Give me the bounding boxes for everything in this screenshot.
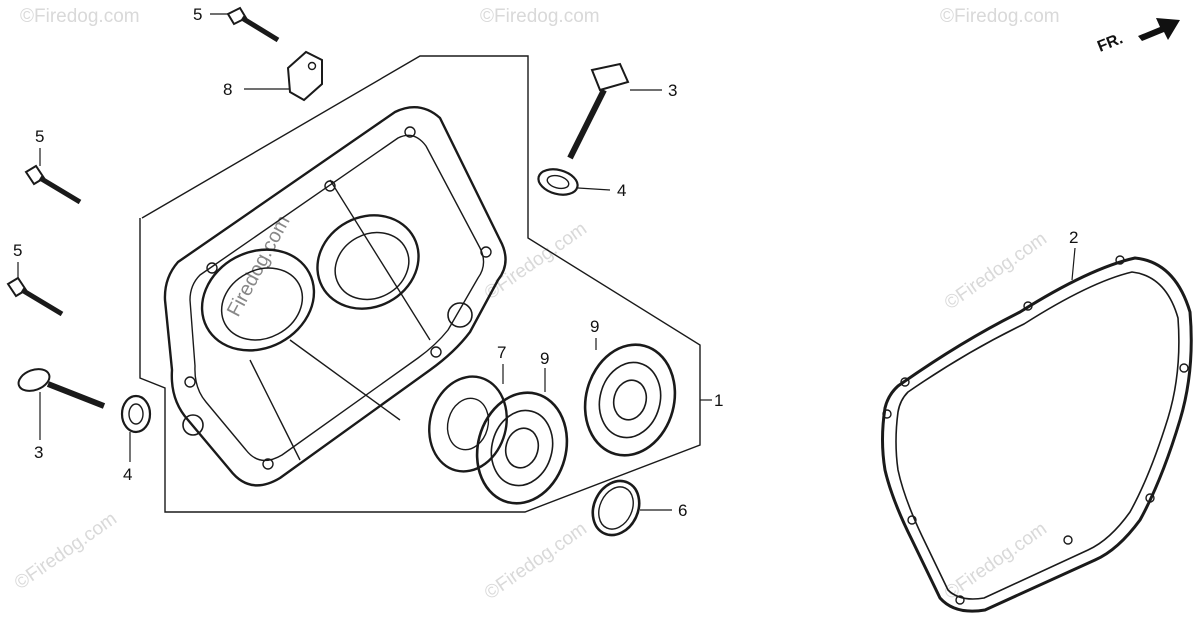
clamp <box>244 50 323 102</box>
clamp-hole <box>307 61 317 71</box>
cover-boss-small <box>447 302 473 328</box>
watermarks: ©Firedog.com ©Firedog.com ©Firedog.com ©… <box>11 6 1060 604</box>
watermark-bottom-center: ©Firedog.com <box>481 518 591 604</box>
cover-bolt-hole-3 <box>404 126 416 138</box>
gasket-hole-5 <box>1145 493 1155 503</box>
bearing-front <box>475 368 569 505</box>
oil-gauge-top-stem <box>567 88 607 160</box>
cover-inner-flange <box>189 134 485 462</box>
front-label: FR. <box>1095 30 1125 55</box>
watermark-bottom-left: ©Firedog.com <box>11 508 121 594</box>
cover-bolt-hole-1 <box>206 262 218 274</box>
bolt-top <box>210 6 280 43</box>
oil-gauge-top <box>567 62 662 160</box>
bolt-lower <box>6 262 64 317</box>
watermark-top-left: ©Firedog.com <box>20 6 140 27</box>
callout-3-lower: 3 <box>34 443 43 462</box>
oil-gauge-lower-stem <box>46 381 106 409</box>
callout-2: 2 <box>1069 228 1078 247</box>
callout-5-middle: 5 <box>35 127 44 146</box>
front-arrow-icon <box>1138 18 1180 41</box>
bearing-rear <box>583 338 677 457</box>
callout-4-top: 4 <box>617 181 626 200</box>
bearing-rear-bore <box>612 379 648 421</box>
side-cover <box>163 106 507 487</box>
bearing-rear-ball-track <box>598 361 662 439</box>
callout-8: 8 <box>223 80 232 99</box>
cover-bolt-hole-5 <box>430 346 442 358</box>
callout-5-lower: 5 <box>13 241 22 260</box>
callout-7: 7 <box>497 343 506 362</box>
cover-outline <box>163 106 507 487</box>
oil-seal <box>428 364 508 473</box>
gasket-hole-8 <box>907 515 917 525</box>
callout-9-rear: 9 <box>590 317 599 336</box>
gasket-hole-4 <box>1179 363 1189 373</box>
watermark-bottom-right: ©Firedog.com <box>941 518 1051 604</box>
washer-top-inner <box>546 174 570 190</box>
gasket-hole-9 <box>882 409 892 419</box>
cover-rib-c <box>249 359 301 461</box>
cover-bolt-hole-4 <box>480 246 492 258</box>
bearing-rear-outer-race <box>583 343 677 457</box>
bearing-boss-left <box>200 248 316 352</box>
callout-9-front: 9 <box>540 349 549 368</box>
watermark-top-right: ©Firedog.com <box>940 6 1060 27</box>
o-ring-inner <box>598 486 634 530</box>
watermark-middle-center: ©Firedog.com <box>481 218 591 304</box>
bearing-front-outer-race <box>475 391 569 505</box>
gasket-outer-edge <box>881 256 1193 613</box>
bearing-front-bore <box>504 427 540 469</box>
leader-4-top <box>577 187 611 191</box>
o-ring <box>591 479 672 537</box>
washer-lower-outer <box>120 394 152 434</box>
watermark-top-center: ©Firedog.com <box>480 6 600 27</box>
washer-lower-inner <box>128 403 144 425</box>
front-direction-indicator: FR. <box>1095 18 1180 56</box>
gasket-hole-7 <box>955 595 965 605</box>
bolt-middle-shank <box>38 175 82 205</box>
oil-gauge-lower <box>17 368 106 440</box>
bolt-lower-shank <box>20 287 64 317</box>
gasket-hole-2 <box>1023 301 1033 311</box>
cover-drain-boss <box>182 414 204 436</box>
oil-seal-inner <box>446 397 490 451</box>
callout-4-lower: 4 <box>123 465 132 484</box>
washer-top <box>537 168 611 196</box>
bearing-bore-left <box>220 267 304 341</box>
washer-top-outer <box>537 168 579 196</box>
bearing-front-ball-track <box>490 409 554 487</box>
watermark-side: Firedog.com <box>223 212 295 320</box>
cover-rib-b <box>329 179 431 341</box>
leader-2 <box>1071 247 1076 281</box>
o-ring-outer <box>591 479 641 537</box>
gasket-inner-edge <box>895 271 1180 600</box>
gasket-hole-6 <box>1063 535 1073 545</box>
callout-5-top: 5 <box>193 5 202 24</box>
gasket <box>881 247 1193 613</box>
bolt-middle <box>24 148 82 205</box>
callout-1: 1 <box>714 391 723 410</box>
callouts: 5 8 5 5 3 4 3 4 7 9 9 1 6 2 <box>13 5 1078 520</box>
gasket-hole-3 <box>1115 255 1125 265</box>
bearing-bore-right <box>334 231 410 301</box>
gasket-hole-1 <box>900 377 910 387</box>
callout-6: 6 <box>678 501 687 520</box>
cover-bolt-hole-2 <box>324 180 336 192</box>
watermark-middle-right: ©Firedog.com <box>941 228 1051 314</box>
cover-bolt-hole-6 <box>262 458 274 470</box>
oil-seal-outer <box>428 375 508 473</box>
callout-3-top: 3 <box>668 81 677 100</box>
oil-gauge-lower-head <box>17 368 51 392</box>
clamp-body <box>286 50 323 102</box>
oil-gauge-top-head <box>590 62 630 92</box>
washer-lower <box>120 394 152 462</box>
cover-rib-a <box>289 339 401 421</box>
bearing-boss-right <box>316 214 420 310</box>
bolt-top-shank <box>240 15 280 43</box>
cover-bolt-hole-7 <box>184 376 196 388</box>
assembly-box-outline <box>139 55 701 513</box>
